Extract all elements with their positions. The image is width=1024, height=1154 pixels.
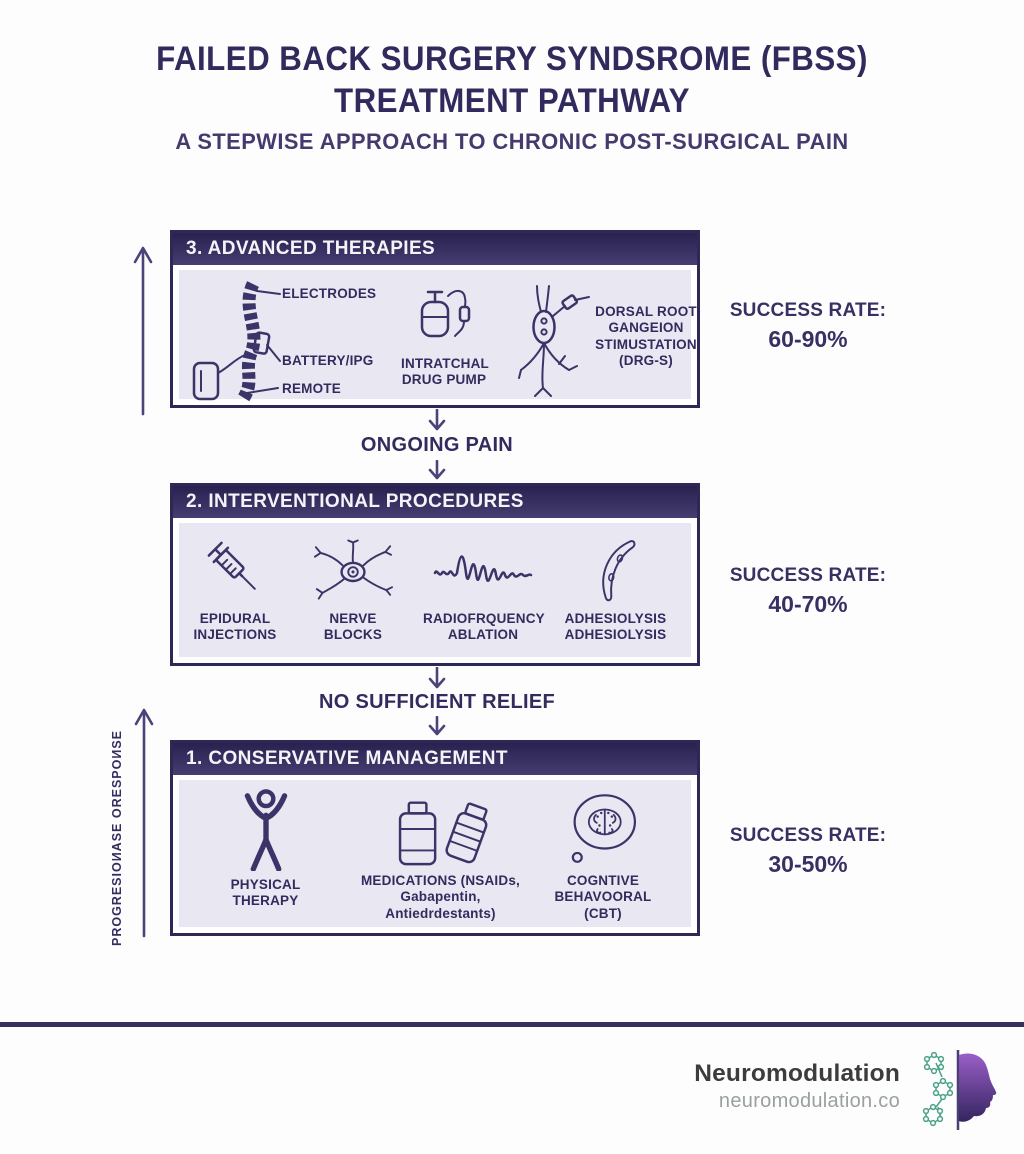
step-panel-advanced-therapies: 3. ADVANCED THERAPIES ELECTRODES BATTERY… bbox=[170, 230, 700, 408]
panel-header-advanced-therapies: 3. ADVANCED THERAPIES bbox=[173, 233, 697, 265]
medications-icon bbox=[398, 801, 488, 866]
drg-item: DORSAL ROOT GANGEION STIMUSTATION (DRG-S… bbox=[517, 284, 699, 404]
footer-brand-block: Neuromodulation neuromodulation.co bbox=[560, 1060, 900, 1113]
down-arrow-icon bbox=[428, 667, 446, 689]
progression-axis-label-wrap: PROGRESIOИASE ORESPOИSE bbox=[102, 730, 132, 946]
medications-item: MEDICATIONS (NSAIDs, Gabapentin, Antiedr… bbox=[358, 789, 523, 922]
infographic-subtitle: A STEPWISE APPROACH TO CHRONIC POST-SURG… bbox=[175, 129, 849, 154]
rfa-item: RADIOFRQUENCY ABLATION bbox=[423, 538, 545, 644]
footer-website: neuromodulation.co bbox=[718, 1090, 900, 1112]
scs-item: ELECTRODES BATTERY/IPG REMOTE bbox=[181, 281, 381, 403]
success-rate-value: 60-90% bbox=[768, 326, 848, 352]
epidural-label: EPIDURAL INJECTIONS bbox=[193, 611, 277, 643]
success-rate-advanced: SUCCESS RATE: 60-90% bbox=[728, 300, 888, 353]
scs-callout-battery-ipg: BATTERY/IPG bbox=[282, 353, 374, 368]
adhesiolysis-catheter-icon bbox=[601, 540, 635, 602]
drug-pump-label: INTRATCHAL DRUG PUMP bbox=[401, 356, 489, 388]
down-arrow-icon bbox=[428, 409, 446, 431]
nerve-blocks-label: NERVE BLOCKS bbox=[323, 611, 383, 643]
down-arrow-icon bbox=[428, 460, 446, 480]
success-rate-value: 30-50% bbox=[768, 851, 848, 877]
footer-brand: Neuromodulation bbox=[694, 1060, 900, 1087]
success-rate-label: SUCCESS RATE: bbox=[729, 825, 887, 846]
adhesiolysis-label: ADHESIOLYSIS ADHESIOLYSIS bbox=[564, 611, 667, 643]
step-panel-interventional: 2. INTERVENTIONAL PROCEDURES EPIDURAL IN… bbox=[170, 483, 700, 666]
intrathecal-drug-pump-icon bbox=[420, 290, 471, 338]
physical-therapy-icon bbox=[244, 789, 287, 871]
escalation-arrow-lower-icon bbox=[134, 708, 154, 938]
physical-therapy-label: PHYSICAL THERAPY bbox=[230, 877, 301, 909]
panel-header-conservative: 1. CONSERVATIVE MANAGEMENT bbox=[173, 743, 697, 775]
cbt-item: COGNTIVE BEHAVOORAL (CBT) bbox=[543, 789, 663, 922]
connector-no-sufficient-relief: NO SUFFICIENT RELIEF bbox=[319, 691, 555, 713]
rfa-label: RADIOFRQUENCY ABLATION bbox=[423, 611, 545, 643]
scs-callout-electrodes: ELECTRODES bbox=[282, 286, 377, 301]
dorsal-root-ganglion-icon bbox=[518, 285, 590, 397]
medications-label: MEDICATIONS (NSAIDs, Gabapentin, Antiedr… bbox=[360, 873, 520, 921]
success-rate-interventional: SUCCESS RATE: 40-70% bbox=[728, 565, 888, 618]
cbt-label: COGNTIVE BEHAVOORAL (CBT) bbox=[554, 873, 652, 921]
radiofrequency-wave-icon bbox=[433, 555, 533, 583]
syringe-icon bbox=[207, 541, 256, 590]
epidural-item: EPIDURAL INJECTIONS bbox=[186, 538, 284, 644]
footer-divider bbox=[0, 1022, 1024, 1027]
title-line-1: FAILED BACK SURGERY SYNDSROME (FBSS) bbox=[156, 40, 868, 78]
nerve-cell-icon bbox=[313, 539, 393, 600]
success-rate-label: SUCCESS RATE: bbox=[729, 565, 887, 586]
nerve-blocks-item: NERVE BLOCKS bbox=[313, 538, 393, 644]
escalation-arrow-upper-icon bbox=[133, 246, 153, 416]
connector-ongoing-pain: ONGOING PAIN bbox=[360, 434, 514, 456]
title-line-2: TREATMENT PATHWAY bbox=[334, 82, 690, 120]
step-panel-conservative: 1. CONSERVATIVE MANAGEMENT PHYSICAL THER… bbox=[170, 740, 700, 936]
drug-pump-item: INTRATCHAL DRUG PUMP bbox=[401, 284, 489, 389]
half-head-molecules-logo-icon bbox=[922, 1050, 997, 1130]
cbt-brain-icon bbox=[571, 794, 637, 863]
scs-callout-remote: REMOTE bbox=[282, 381, 341, 396]
spinal-cord-stimulator-icon bbox=[192, 281, 281, 403]
progression-axis-label: PROGRESIOИASE ORESPOИSE bbox=[110, 730, 124, 947]
adhesiolysis-item: ADHESIOLYSIS ADHESIOLYSIS bbox=[558, 538, 673, 644]
success-rate-value: 40-70% bbox=[768, 591, 848, 617]
panel-header-interventional: 2. INTERVENTIONAL PROCEDURES bbox=[173, 486, 697, 518]
down-arrow-icon bbox=[428, 716, 446, 736]
physical-therapy-item: PHYSICAL THERAPY bbox=[208, 789, 323, 910]
success-rate-label: SUCCESS RATE: bbox=[729, 300, 887, 321]
panel-body-interventional bbox=[179, 523, 691, 657]
drg-label: DORSAL ROOT GANGEION STIMUSTATION (DRG-S… bbox=[595, 304, 697, 369]
success-rate-conservative: SUCCESS RATE: 30-50% bbox=[728, 825, 888, 878]
infographic-title: FAILED BACK SURGERY SYNDSROME (FBSS) TRE… bbox=[0, 38, 1024, 122]
